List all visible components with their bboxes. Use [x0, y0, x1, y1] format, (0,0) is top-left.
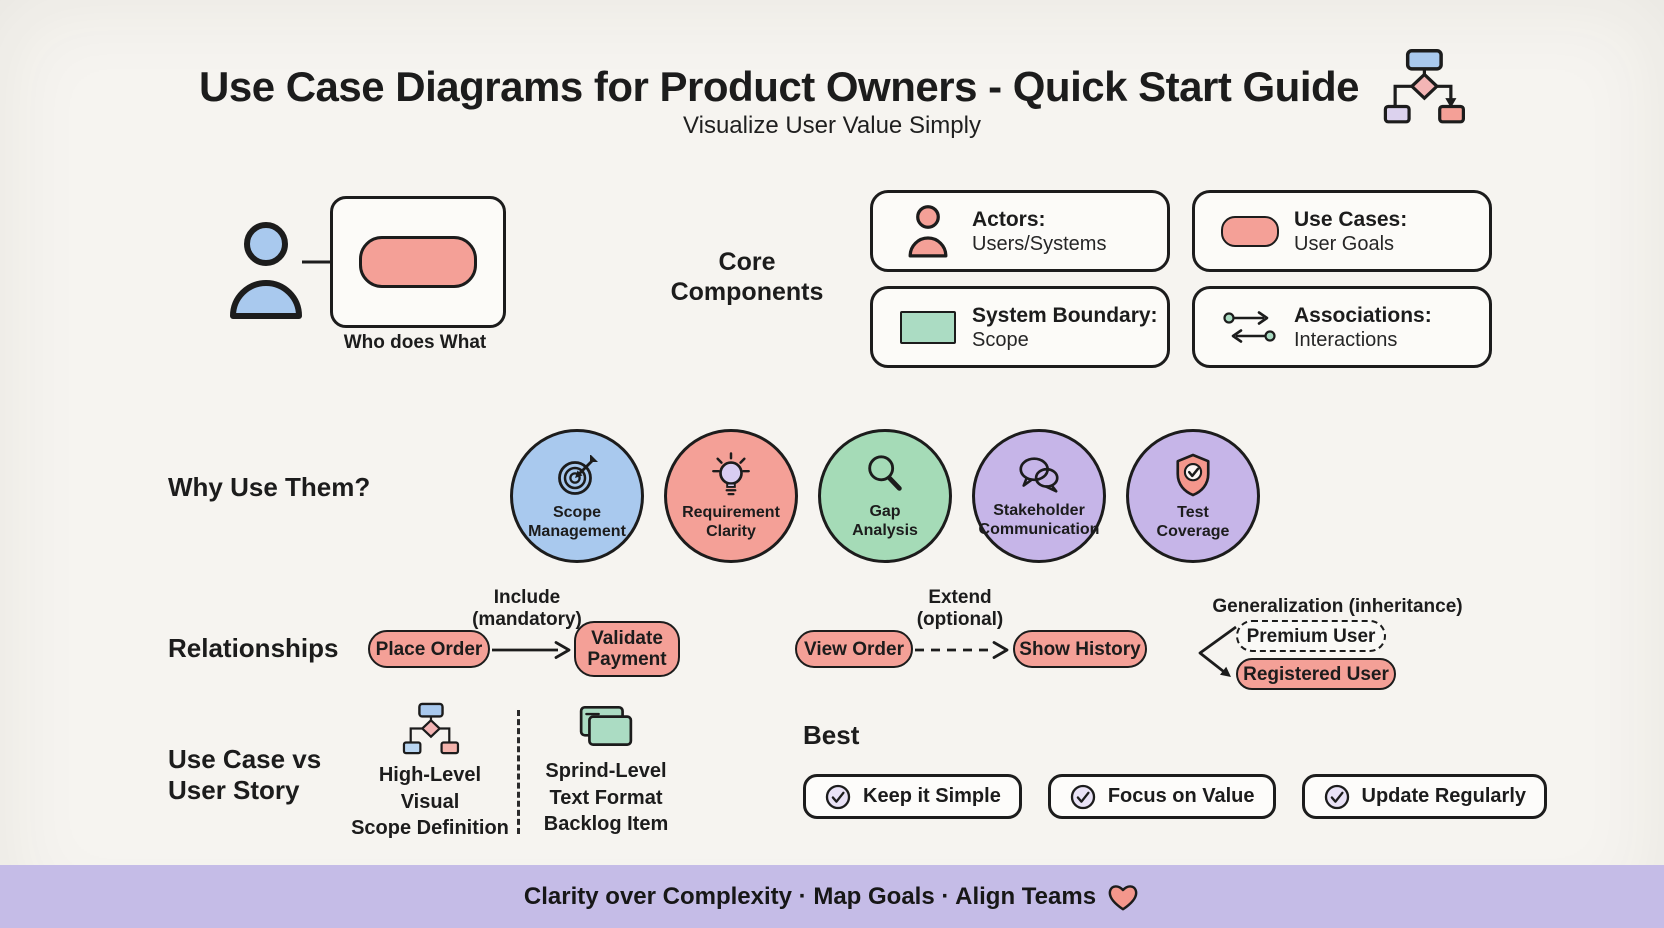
- check-circle-icon: [1323, 783, 1351, 811]
- flowchart-icon: [399, 702, 461, 756]
- card-subtitle: Users/Systems: [972, 232, 1107, 255]
- use-case-pill-validate-payment: Validate Payment: [574, 621, 680, 677]
- include-arrow-label: Include (mandatory): [472, 587, 582, 630]
- benefit-stakeholder-communication: Stakeholder Communication: [972, 429, 1106, 563]
- system-boundary-rect-icon: [899, 310, 957, 344]
- benefit-test-coverage: Test Coverage: [1126, 429, 1260, 563]
- extend-arrow-label: Extend (optional): [916, 587, 1004, 630]
- header: Use Case Diagrams for Product Owners - Q…: [0, 48, 1664, 126]
- include-arrow: [492, 639, 572, 661]
- comparison-divider: [517, 710, 520, 834]
- target-icon: [554, 452, 600, 498]
- extend-dashed-arrow: [915, 639, 1011, 661]
- core-card-actors: Actors: Users/Systems: [870, 190, 1170, 272]
- check-circle-icon: [1069, 783, 1097, 811]
- chat-bubbles-icon: [1015, 454, 1063, 496]
- card-subtitle: Scope: [972, 328, 1029, 351]
- card-subtitle: Interactions: [1294, 328, 1398, 351]
- core-components-label: Core Components: [670, 248, 824, 306]
- use-case-column: High-Level Visual Scope Definition: [348, 702, 512, 842]
- flowchart-icon: [1381, 48, 1465, 126]
- use-case-pill-premium-user: Premium User: [1236, 620, 1386, 652]
- core-card-system-boundary: System Boundary: Scope: [870, 286, 1170, 368]
- page-title: Use Case Diagrams for Product Owners - Q…: [199, 63, 1360, 110]
- footer-bar: Clarity over Complexity · Map Goals · Al…: [0, 865, 1664, 928]
- lightbulb-icon: [710, 451, 752, 498]
- system-boundary-box: [330, 196, 506, 328]
- use-case-oval-icon: [1221, 215, 1279, 247]
- benefit-gap-analysis: Gap Analysis: [818, 429, 952, 563]
- generalization-label: Generalization (inheritance): [1212, 596, 1463, 617]
- core-card-associations: Associations: Interactions: [1192, 286, 1492, 368]
- shield-check-icon: [1173, 452, 1213, 498]
- use-case-vs-user-story-label: Use Case vs User Story: [168, 744, 322, 805]
- card-title: System Boundary:: [972, 303, 1158, 327]
- relationships-label: Relationships: [168, 633, 339, 663]
- magnifier-icon: [863, 453, 907, 497]
- card-title: Use Cases:: [1294, 207, 1408, 231]
- benefit-scope-management: Scope Management: [510, 429, 644, 563]
- footer-tagline: Clarity over Complexity · Map Goals · Al…: [523, 882, 1097, 910]
- card-subtitle: User Goals: [1294, 232, 1395, 255]
- card-title: Associations:: [1294, 303, 1432, 327]
- card-title: Actors:: [972, 207, 1046, 231]
- best-practice-update-regularly: Update Regularly: [1301, 774, 1547, 819]
- user-story-column: Sprind-Level Text Format Backlog Item: [530, 702, 682, 838]
- use-case-pill-place-order: Place Order: [368, 630, 490, 668]
- use-case-pill-show-history: Show History: [1013, 630, 1147, 668]
- use-case-oval: [359, 236, 477, 288]
- best-practice-focus-on-value: Focus on Value: [1047, 774, 1276, 819]
- use-case-pill-registered-user: Registered User: [1236, 658, 1396, 690]
- folders-icon: [577, 702, 635, 752]
- association-arrows-icon: [1221, 309, 1279, 345]
- actor-person-icon: [899, 204, 957, 258]
- check-circle-icon: [824, 783, 852, 811]
- best-label: Best: [803, 720, 860, 750]
- core-card-use-cases: Use Cases: User Goals: [1192, 190, 1492, 272]
- best-practices-row: Keep it Simple Focus on Value Update Reg…: [803, 774, 1547, 819]
- intro-caption: Who does What: [343, 332, 487, 353]
- page-subtitle: Visualize User Value Simply: [683, 112, 981, 139]
- heart-icon: [1106, 881, 1140, 913]
- use-case-pill-view-order: View Order: [795, 630, 913, 668]
- actor-person-icon: [226, 220, 306, 320]
- why-use-them-label: Why Use Them?: [168, 472, 371, 502]
- best-practice-keep-it-simple: Keep it Simple: [803, 774, 1022, 819]
- benefit-requirement-clarity: Requirement Clarity: [664, 429, 798, 563]
- generalization-branch-arrow: [1194, 621, 1238, 685]
